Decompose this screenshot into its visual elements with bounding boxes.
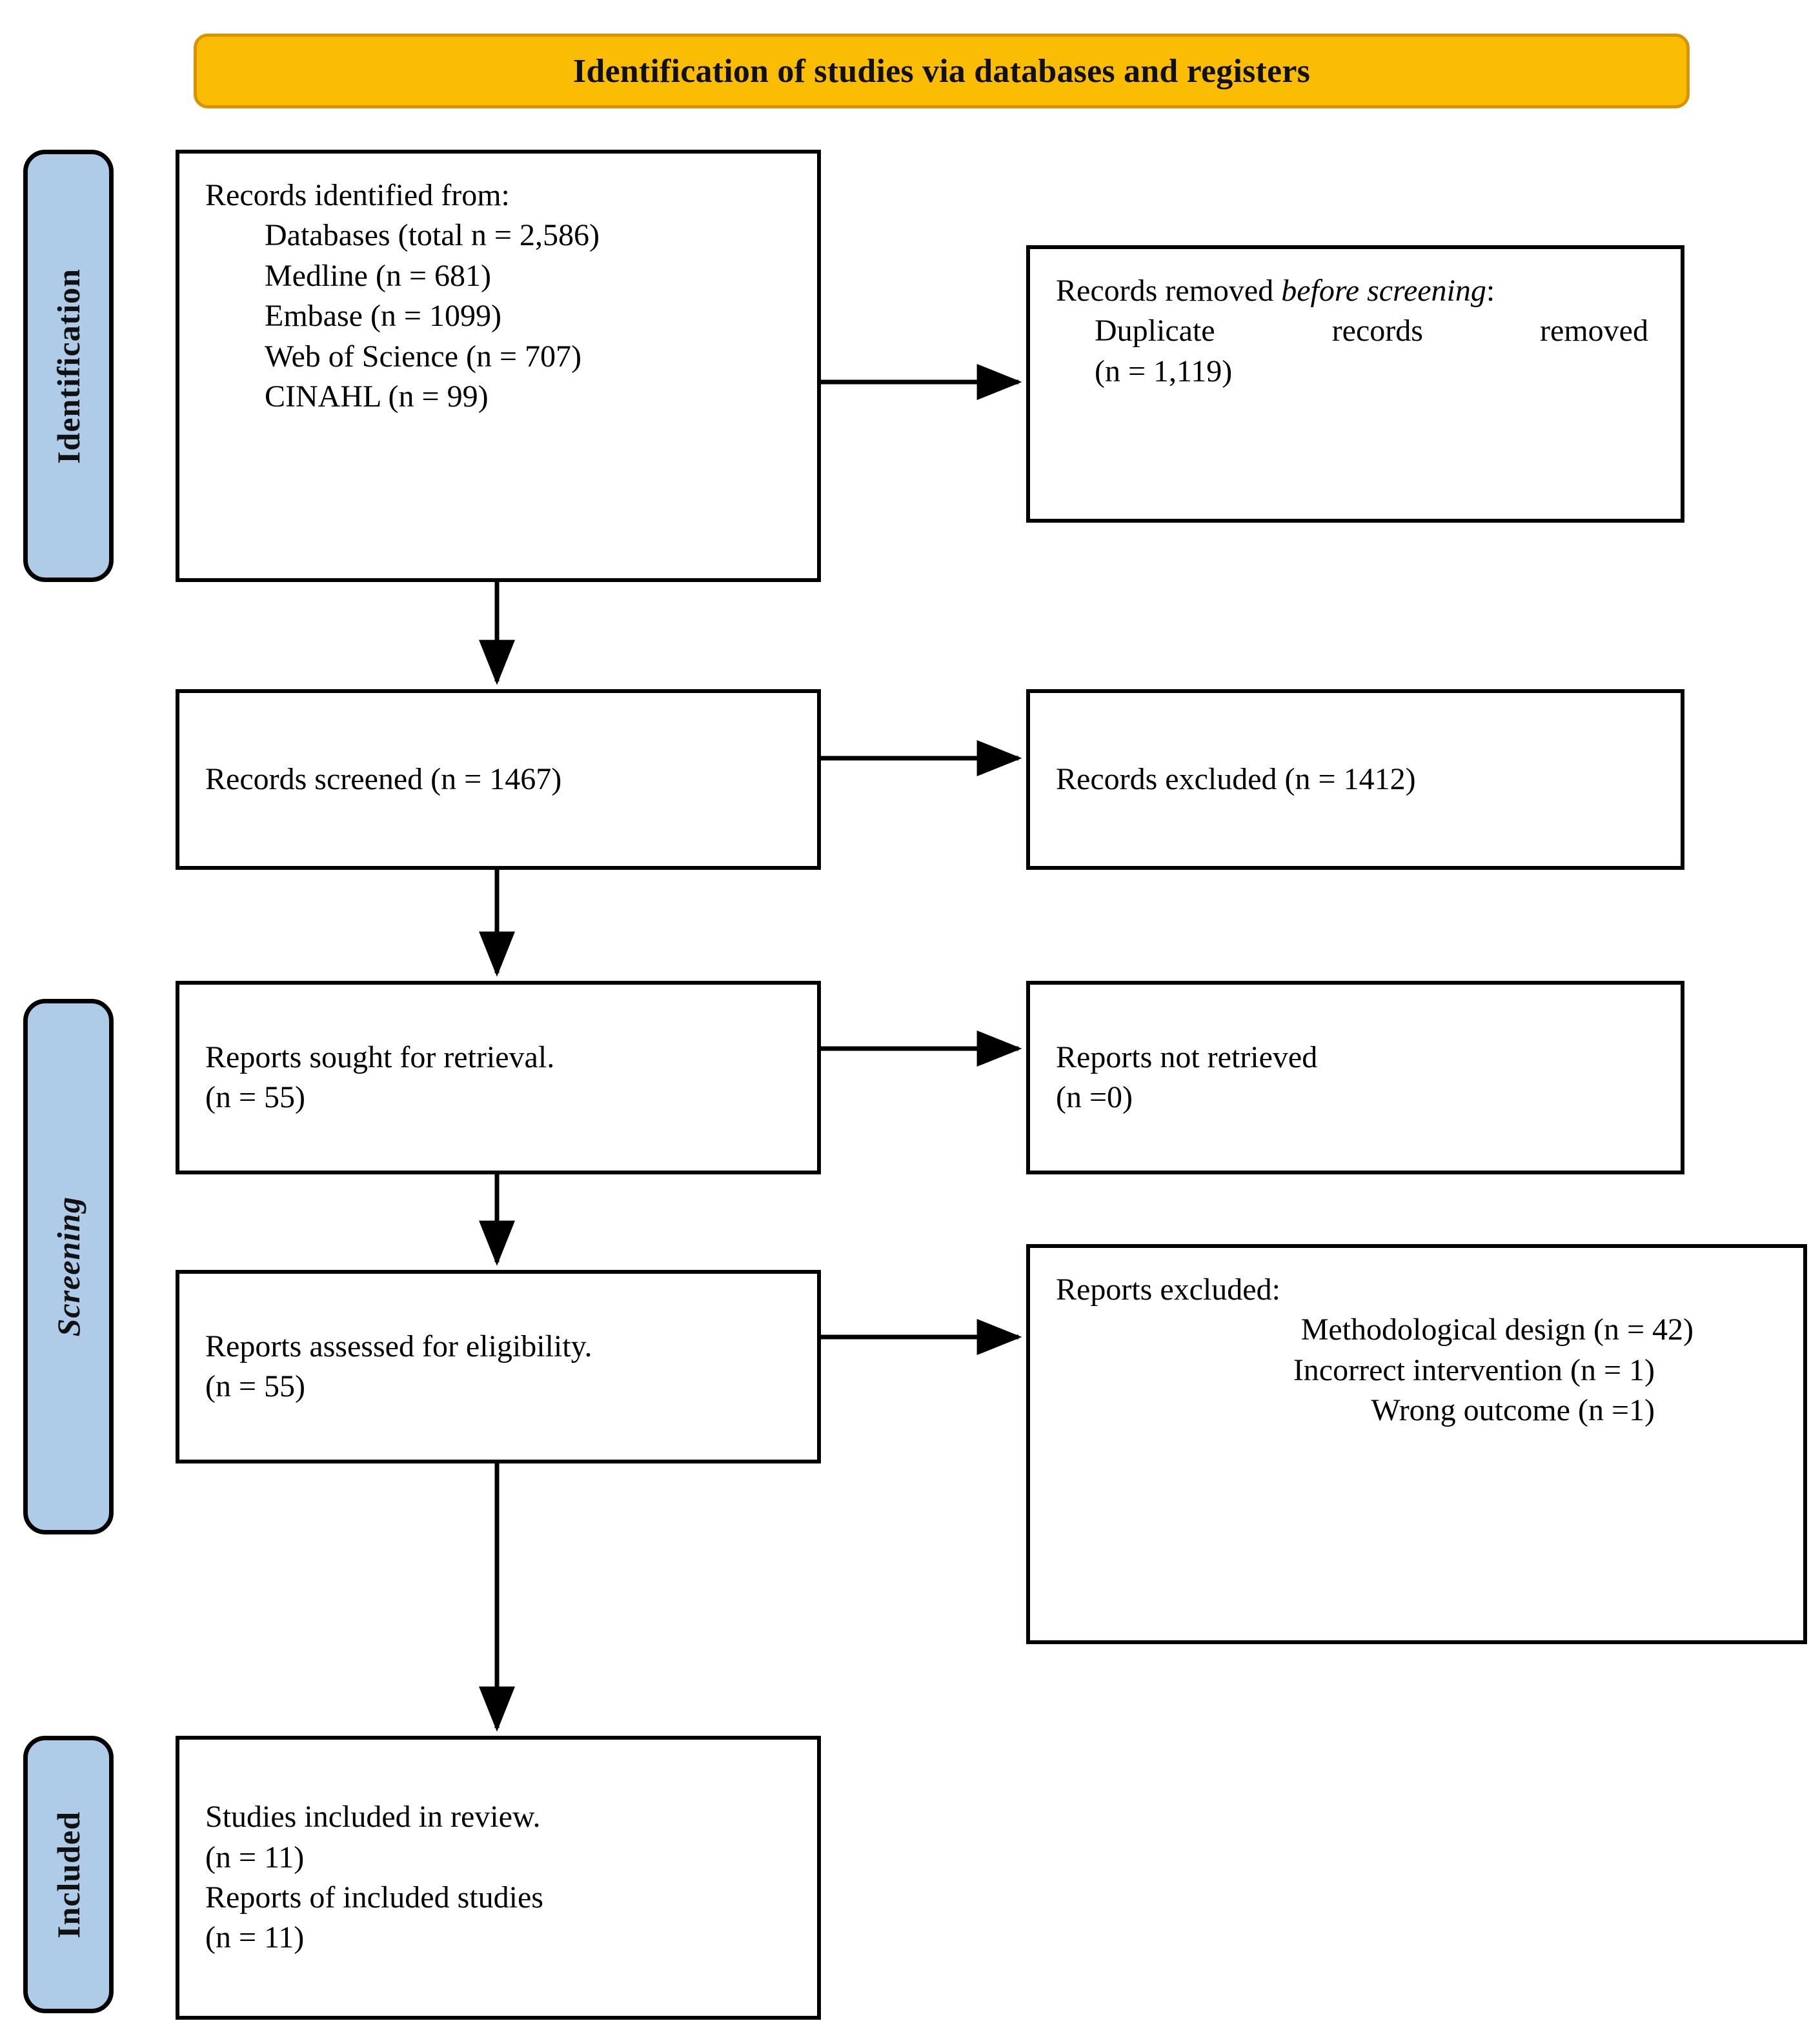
reports-excluded-item-intervention: Incorrect intervention (n = 1) <box>1293 1352 1655 1387</box>
box-studies-included: Studies included in review. (n = 11) Rep… <box>176 1736 821 2020</box>
phase-label-included-text: Included <box>50 1811 86 1938</box>
studies-included-count: (n = 11) <box>205 1840 305 1875</box>
reports-included-text: Reports of included studies <box>205 1880 543 1915</box>
reports-excluded-item-methodological: Methodological design (n = 42) <box>1300 1312 1694 1347</box>
box-reports-assessed: Reports assessed for eligibility. (n = 5… <box>176 1270 821 1463</box>
reports-included-count: (n = 11) <box>205 1920 305 1955</box>
records-removed-heading-tail: : <box>1486 274 1495 308</box>
records-identified-item-databases: Databases (total n = 2,586) <box>265 218 600 253</box>
records-identified-heading: Records identified from: <box>205 178 510 212</box>
box-records-identified: Records identified from: Databases (tota… <box>176 150 821 582</box>
phase-label-identification: Identification <box>23 150 114 582</box>
diagram-header-banner: Identification of studies via databases … <box>194 34 1690 108</box>
reports-assessed-count: (n = 55) <box>205 1369 306 1403</box>
reports-sought-text: Reports sought for retrieval. <box>205 1040 555 1074</box>
records-identified-item-wos: Web of Science (n = 707) <box>265 339 582 374</box>
records-removed-heading-italic: before screening <box>1281 274 1486 308</box>
box-reports-excluded: Reports excluded: Methodological design … <box>1026 1244 1807 1644</box>
reports-sought-count: (n = 55) <box>205 1080 306 1114</box>
phase-label-screening: Screening <box>23 999 114 1534</box>
records-identified-item-medline: Medline (n = 681) <box>265 258 491 293</box>
phase-label-screening-text: Screening <box>50 1196 86 1337</box>
reports-excluded-item-outcome: Wrong outcome (n =1) <box>1371 1393 1655 1428</box>
records-screened-text: Records screened (n = 1467) <box>205 761 562 796</box>
reports-excluded-heading: Reports excluded: <box>1056 1272 1280 1307</box>
records-excluded-text: Records excluded (n = 1412) <box>1056 761 1416 796</box>
records-identified-item-cinahl: CINAHL (n = 99) <box>265 379 489 414</box>
records-identified-item-embase: Embase (n = 1099) <box>265 299 501 334</box>
records-removed-heading: Records removed before screening: <box>1056 271 1655 311</box>
reports-assessed-text: Reports assessed for eligibility. <box>205 1329 592 1363</box>
box-records-screened: Records screened (n = 1467) <box>176 689 821 870</box>
records-removed-count: (n = 1,119) <box>1095 354 1233 388</box>
box-reports-sought: Reports sought for retrieval. (n = 55) <box>176 981 821 1174</box>
phase-label-identification-text: Identification <box>50 268 86 464</box>
box-records-excluded: Records excluded (n = 1412) <box>1026 689 1684 870</box>
records-removed-heading-lead: Records removed <box>1056 274 1282 308</box>
studies-included-text: Studies included in review. <box>205 1800 541 1835</box>
box-records-removed: Records removed before screening: Duplic… <box>1026 245 1684 523</box>
box-reports-not-retrieved: Reports not retrieved (n =0) <box>1026 981 1684 1174</box>
phase-label-included: Included <box>23 1736 114 2013</box>
reports-not-retrieved-text: Reports not retrieved <box>1056 1040 1318 1074</box>
reports-not-retrieved-count: (n =0) <box>1056 1080 1133 1114</box>
diagram-title: Identification of studies via databases … <box>572 52 1311 90</box>
